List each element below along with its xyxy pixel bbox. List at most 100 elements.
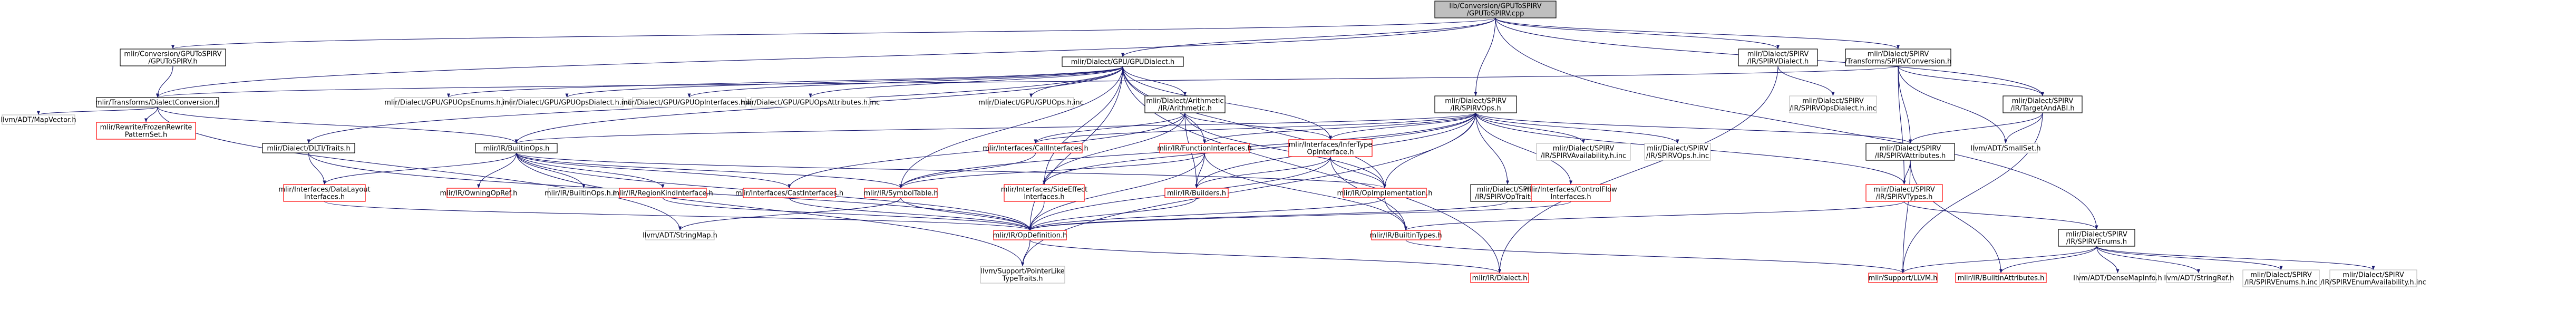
node-label: mlir/IR/BuiltinAttributes.h [1958, 275, 2045, 283]
edge-targetandabi-to-supportllvm [1901, 112, 2043, 274]
node-box [632, 97, 746, 108]
node-label: /IR/SPIRVOpsDialect.h.inc [1790, 105, 1877, 113]
edge-spirvenums-to-spirvenumsinc [2096, 246, 2283, 270]
node-stringref: llvm/ADT/StringRef.h [2163, 273, 2234, 283]
node-builtintypes[interactable]: mlir/IR/BuiltinTypes.h [1369, 230, 1442, 240]
edge-spirvconv-to-transforms [156, 65, 1899, 98]
node-builders[interactable]: mlir/IR/Builders.h [1164, 188, 1229, 198]
edge-controlflow-to-opdefinition [1028, 201, 1571, 231]
node-label: mlir/Dialect/SPIRV [2250, 272, 2312, 279]
edge-datalayout-to-opdefinition [324, 201, 1032, 231]
node-gpuconv[interactable]: mlir/Conversion/GPUToSPIRV/GPUToSPIRV.h [120, 49, 226, 66]
node-label: mlir/Dialect/SPIRV [1880, 145, 1941, 153]
node-gpudialect[interactable]: mlir/Dialect/GPU/GPUDialect.h [1062, 56, 1184, 67]
node-box [1004, 184, 1085, 202]
node-label: mlir/Dialect/SPIRV [2066, 231, 2127, 239]
edge-root-to-gpuconv [171, 17, 1496, 50]
node-symboltable[interactable]: mlir/IR/SymbolTable.h [863, 188, 938, 198]
node-funcinterfaces[interactable]: mlir/IR/FunctionInterfaces.h [1157, 143, 1252, 153]
node-spirvattrs[interactable]: mlir/Dialect/SPIRV/IR/SPIRVAttributes.h [1865, 143, 1955, 161]
node-densemapinfo: llvm/ADT/DenseMapInfo.h [2073, 273, 2162, 283]
node-box [1738, 49, 1818, 66]
node-callinterfaces[interactable]: mlir/Interfaces/CallInterfaces.h [983, 143, 1088, 153]
node-regionkind[interactable]: mlir/IR/RegionKindInterface.h [613, 188, 713, 198]
node-box [993, 230, 1067, 240]
node-label: mlir/IR/OwningOpRef.h [440, 190, 518, 198]
node-owningop[interactable]: mlir/IR/OwningOpRef.h [440, 188, 518, 198]
edge-builtinops-to-opimpl [516, 152, 1386, 189]
node-spirvconv[interactable]: mlir/Dialect/SPIRV/Transforms/SPIRVConve… [1845, 49, 1952, 66]
node-gpuopsattrs: mlir/Dialect/GPU/GPUOpsAttributes.h.inc [741, 97, 880, 108]
node-opimpl[interactable]: mlir/IR/OpImplementation.h [1337, 188, 1433, 198]
node-box [980, 266, 1065, 284]
node-dlti[interactable]: mlir/Dialect/DLTI/Traits.h [262, 143, 355, 153]
edge-regionkind-to-opdefinition [662, 197, 1032, 231]
edge-builtinops-to-symboltable [516, 152, 902, 189]
node-box [1288, 139, 1373, 157]
node-label: mlir/Dialect/SPIRV [1647, 145, 1708, 153]
node-box [120, 49, 226, 66]
node-box [96, 122, 196, 140]
node-label: mlir/Interfaces/CastInterfaces.h [735, 190, 843, 198]
node-spirvdialect[interactable]: mlir/Dialect/SPIRV/IR/SPIRVDialect.h [1738, 49, 1818, 66]
edge-spirvconv-to-targetandabi [1898, 65, 2045, 96]
node-box [1845, 49, 1951, 66]
node-box [1865, 143, 1955, 161]
node-spirvenums[interactable]: mlir/Dialect/SPIRV/IR/SPIRVEnums.h [2058, 229, 2135, 247]
node-spirvtypes[interactable]: mlir/Dialect/SPIRV/IR/SPIRVTypes.h [1865, 184, 1943, 202]
node-enumavail: mlir/Dialect/SPIRV/IR/SPIRVEnumAvailabil… [2320, 269, 2426, 287]
node-box [1159, 143, 1250, 153]
node-builtinops[interactable]: mlir/IR/BuiltinOps.h [475, 143, 558, 153]
edge-builtinops-to-owningop [477, 152, 517, 189]
node-box [1789, 95, 1877, 113]
node-label: mlir/Dialect/GPU/GPUDialect.h [1071, 59, 1175, 66]
node-spirvops[interactable]: mlir/Dialect/SPIRV/IR/SPIRVOps.h [1434, 95, 1517, 113]
node-targetandabi[interactable]: mlir/Dialect/SPIRV/IR/TargetAndABI.h [2003, 95, 2083, 113]
edge-builtinops-to-regionkind [516, 152, 665, 189]
node-supportllvm[interactable]: mlir/Support/LLVM.h [1868, 273, 1938, 283]
node-label: lib/Conversion/GPUToSPIRV [1449, 3, 1541, 11]
node-label: /IR/SPIRVAvailability.h.inc [1541, 152, 1626, 160]
node-label: mlir/Dialect/DLTI/Traits.h [267, 145, 350, 153]
edge-gpudialect-to-sideeffect [1042, 66, 1123, 185]
edge-opdefinition-to-pointerlike [1020, 239, 1031, 267]
node-label: mlir/IR/BuiltinOps.h [483, 145, 550, 153]
node-irdialect[interactable]: mlir/IR/Dialect.h [1470, 273, 1529, 283]
node-label: llvm/ADT/DenseMapInfo.h [2073, 275, 2162, 283]
node-castinterfaces[interactable]: mlir/Interfaces/CastInterfaces.h [735, 188, 843, 198]
node-box [743, 188, 836, 198]
node-label: mlir/Dialect/GPU/GPUOpInterfaces.h.inc [621, 99, 757, 107]
node-opdefinition[interactable]: mlir/IR/OpDefinition.h [993, 230, 1067, 240]
node-label: /IR/Arithmetic.h [1158, 105, 1212, 113]
node-arith[interactable]: mlir/Dialect/Arithmetic/IR/Arithmetic.h [1144, 95, 1226, 113]
node-box [262, 143, 355, 153]
edge-gpudialect-to-opimpl [1122, 66, 1387, 189]
node-label: mlir/Dialect/SPIRV [1553, 145, 1615, 153]
edge-funcinterfaces-to-builtintypes [1204, 152, 1408, 231]
node-box [96, 97, 219, 108]
node-label: /IR/SPIRVAttributes.h [1875, 152, 1946, 160]
node-label: mlir/IR/RegionKindInterface.h [613, 190, 713, 198]
node-builtinattrs[interactable]: mlir/IR/BuiltinAttributes.h [1955, 273, 2047, 283]
edge-spirvconv-to-smallset [1898, 65, 2008, 144]
node-box [283, 184, 366, 202]
edge-root-to-transforms [156, 17, 1496, 98]
edge-arith-to-sideeffect [1042, 112, 1185, 185]
node-box [1536, 143, 1631, 161]
node-transforms[interactable]: mlir/Transforms/DialectConversion.h [95, 97, 220, 108]
edge-symboltable-to-opdefinition [900, 197, 1032, 231]
node-label: /IR/SPIRVEnumAvailability.h.inc [2320, 279, 2426, 287]
node-label: mlir/IR/BuiltinOps.h.inc [545, 190, 623, 198]
node-label: /IR/SPIRVEnums.h.inc [2244, 279, 2317, 287]
edge-spirvtypes-to-spirvenums [1903, 201, 2098, 230]
edge-spirvattrs-to-builtinattrs [1910, 160, 2003, 274]
node-label: mlir/IR/Builders.h [1167, 190, 1226, 198]
edge-gpudialect-to-gpuopinterfaces [687, 66, 1123, 98]
node-label: mlir/Interfaces/ControlFlow [1524, 186, 1617, 194]
